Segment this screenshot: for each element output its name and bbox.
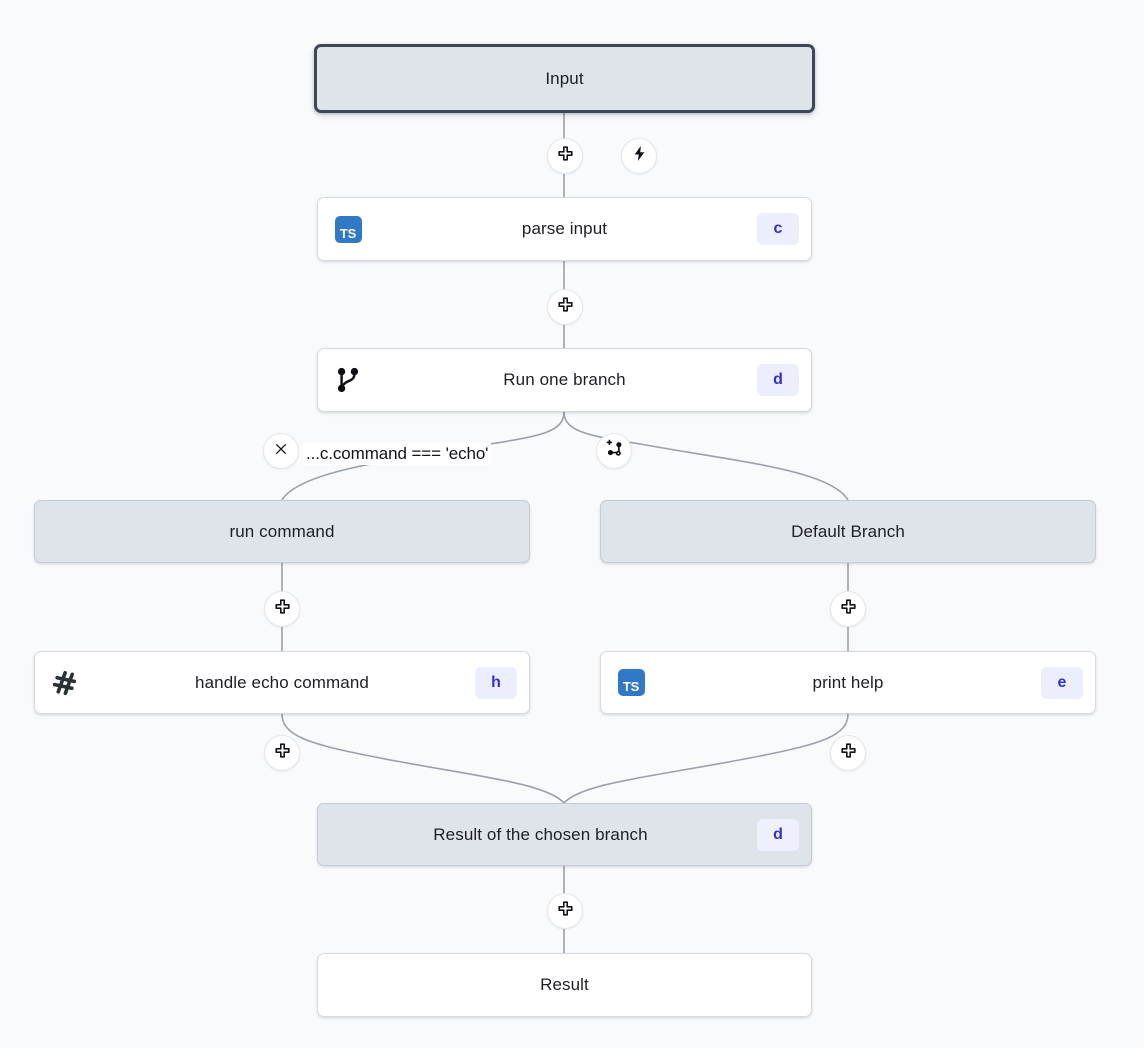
hash-icon	[49, 667, 81, 699]
plus-icon	[840, 742, 857, 764]
typescript-icon: TS	[615, 667, 647, 699]
edge-handle-to-result	[281, 713, 565, 804]
branch-icon	[332, 364, 364, 396]
plus-icon	[274, 742, 291, 764]
plus-icon	[840, 598, 857, 620]
add-step-button-handle-echo[interactable]	[264, 735, 300, 771]
node-branch-result-label: Result of the chosen branch	[433, 824, 648, 844]
node-handle-echo-command-label: handle echo command	[195, 672, 369, 692]
add-step-button-parse[interactable]	[547, 289, 583, 325]
plus-icon	[557, 296, 574, 318]
branch-condition-label[interactable]: ...c.command === 'echo'	[303, 443, 492, 465]
add-branch-icon	[604, 438, 625, 464]
node-run-one-branch-label: Run one branch	[503, 370, 626, 389]
plus-icon	[557, 145, 574, 167]
node-branch-result-badge[interactable]: d	[757, 818, 799, 851]
add-step-button-run-command[interactable]	[264, 591, 300, 627]
trigger-button[interactable]	[621, 138, 657, 174]
node-print-help-badge[interactable]: e	[1041, 666, 1083, 699]
node-result[interactable]: Result	[317, 953, 812, 1017]
lightning-icon	[631, 145, 648, 167]
typescript-icon: TS	[332, 213, 364, 245]
node-run-command-label: run command	[229, 521, 335, 541]
plus-icon	[557, 900, 574, 922]
node-input[interactable]: Input	[314, 44, 815, 113]
node-default-branch[interactable]: Default Branch	[600, 500, 1096, 563]
node-run-one-branch[interactable]: Run one branch d	[317, 348, 812, 412]
node-handle-echo-command[interactable]: handle echo command h	[34, 651, 530, 714]
node-parse-input-badge[interactable]: c	[757, 213, 799, 245]
add-step-button-default-branch[interactable]	[830, 591, 866, 627]
node-run-command[interactable]: run command	[34, 500, 530, 563]
node-default-branch-label: Default Branch	[791, 521, 905, 541]
node-input-label: Input	[545, 68, 584, 88]
node-print-help-label: print help	[812, 672, 884, 692]
node-parse-input-label: parse input	[521, 219, 608, 238]
plus-icon	[274, 598, 291, 620]
node-print-help[interactable]: TS print help e	[600, 651, 1096, 714]
node-branch-result[interactable]: Result of the chosen branch d	[317, 803, 812, 866]
edge-printhelp-to-result	[563, 713, 849, 804]
node-handle-echo-command-badge[interactable]: h	[475, 666, 517, 699]
add-step-button-branch-result[interactable]	[547, 893, 583, 929]
remove-branch-button[interactable]	[263, 433, 299, 469]
add-branch-button[interactable]	[596, 433, 632, 469]
close-icon	[273, 441, 289, 462]
node-parse-input[interactable]: TS parse input c	[317, 197, 812, 261]
add-step-button-print-help[interactable]	[830, 735, 866, 771]
node-run-one-branch-badge[interactable]: d	[757, 364, 799, 396]
add-step-button-input[interactable]	[547, 138, 583, 174]
node-result-label: Result	[540, 975, 589, 994]
